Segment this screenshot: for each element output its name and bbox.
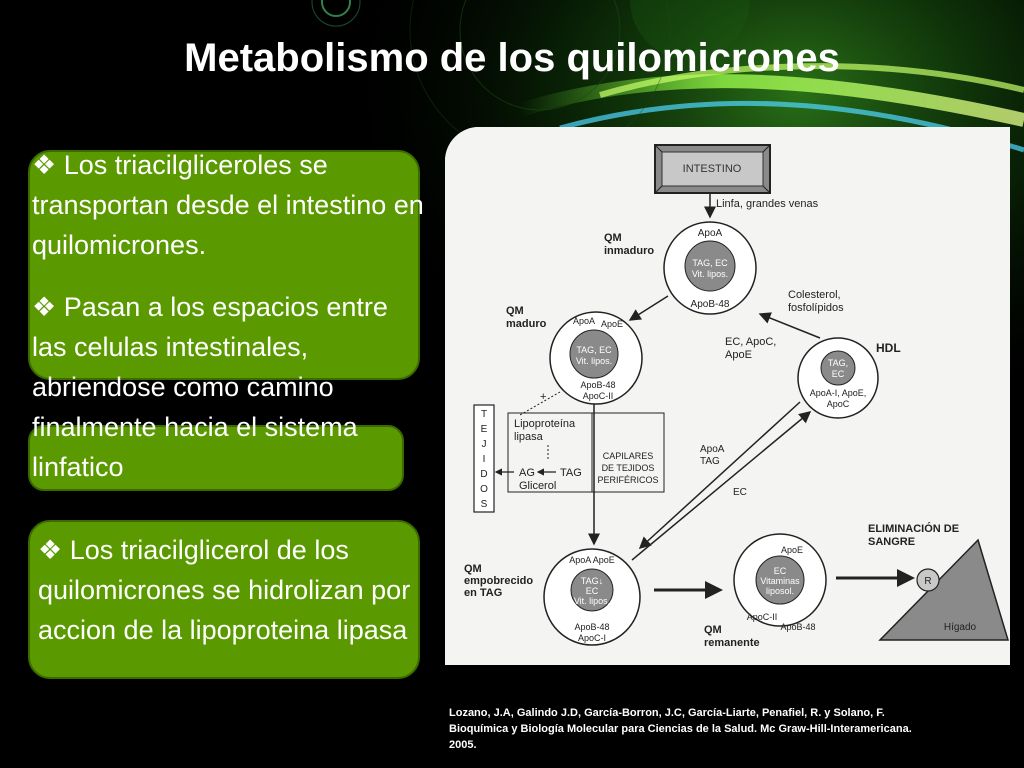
lipoprotein-lipase-label-1: Lipoproteína [514,418,576,430]
qm-mature-core-2: Vit. lipos. [576,356,612,366]
liver-shape: R Hígado [878,538,1010,641]
qm-immature-particle: ApoA TAG, EC Vit. lipos. ApoB-48 [663,221,757,315]
hdl-apo-1: ApoA-I, ApoE, [810,388,867,398]
qm-mature-core-1: TAG, EC [576,345,612,355]
glycerol-label: Glicerol [519,480,556,492]
citation-line-2: Bioquímica y Biología Molecular para Cie… [449,723,912,735]
citation: Lozano, J.A, Galindo J.D, García-Borron,… [449,705,1009,753]
qm-immature-label-2: inmaduro [604,245,654,257]
intestine-label: INTESTINO [683,163,742,175]
qm-mature-apoa: ApoA [573,316,595,326]
tissues-column: T E J I D O S [473,404,495,513]
elimination-label-1: ELIMINACIÓN DE [868,522,959,535]
qm-depleted-label-3: en TAG [464,587,502,599]
hdl-core-2: EC [832,369,845,379]
qm-mature-apoc: ApoC-II [583,391,614,401]
qm-depleted-particle: ApoA ApoE TAG↓ EC Vit. lipos. ApoB-48 Ap… [543,548,641,646]
bullet-2: ❖ Pasan a los espacios entre las celulas… [32,292,388,482]
qm-remnant-apoe: ApoE [781,545,803,555]
qm-depleted-apoc: ApoC-I [578,633,606,643]
qm-remnant-apoc: ApoC-II [747,612,778,622]
hdl-apo-2: ApoC [827,399,850,409]
citation-line-1: Lozano, J.A, Galindo J.D, García-Borron,… [449,707,885,719]
ec-apoc-label-2: ApoE [725,349,752,361]
capillaries-label-1: CAPILARES [603,451,654,461]
bullet-box-middle [28,425,404,491]
qm-remnant-core-1: EC [774,566,787,576]
chylomicron-metabolism-diagram: INTESTINO Linfa, grandes venas QM inmadu… [445,127,1010,665]
tag-label: TAG [560,467,582,479]
tissue-letter: I [483,454,486,465]
hdl-label: HDL [876,341,901,355]
lymph-label: Linfa, grandes venas [716,198,819,210]
citation-line-3: 2005. [449,739,477,751]
liver-label: Hígado [944,622,977,633]
elimination-label-2: SANGRE [868,536,915,548]
qm-immature-core-2: Vit. lipos. [692,269,728,279]
diagram-panel: INTESTINO Linfa, grandes venas QM inmadu… [445,127,1010,665]
tissue-letter: S [481,499,488,510]
capillaries-label-2: DE TEJIDOS [602,463,655,473]
qm-remnant-label-1: QM [704,624,722,636]
qm-depleted-label-2: empobrecido [464,575,533,587]
capillaries-label-3: PERIFÉRICOS [597,475,658,485]
tissue-letter: D [480,469,487,480]
apoa-tag-label-1: ApoA [700,444,725,455]
qm-depleted-core-3: Vit. lipos. [574,596,610,606]
slide-title: Metabolismo de los quilomicrones [184,36,840,80]
qm-mature-label-2: maduro [506,318,547,330]
cholesterol-label-2: fosfolípidos [788,302,844,314]
tissue-letter: O [480,484,488,495]
ag-label: AG [519,467,535,479]
bullet-1: ❖ Los triacilgliceroles se transportan d… [32,150,424,260]
qm-mature-label-1: QM [506,305,524,317]
tissue-letter: J [482,439,487,450]
apoa-tag-label-2: TAG [700,456,720,467]
hdl-particle: TAG, EC ApoA-I, ApoE, ApoC [797,337,879,419]
qm-mature-particle: ApoA ApoE TAG, EC Vit. lipos. ApoB-48 Ap… [549,311,643,405]
plus-sign: + [540,391,546,403]
bullet-box-bottom [28,520,420,679]
qm-immature-label-1: QM [604,232,622,244]
qm-immature-apoa: ApoA [698,228,723,239]
qm-depleted-core-2: EC [586,586,599,596]
receptor-label: R [924,576,931,587]
qm-immature-core-1: TAG, EC [692,258,728,268]
hdl-core-1: TAG, [828,358,848,368]
qm-remnant-particle: ApoE EC Vitaminas liposol. ApoC-II ApoB-… [733,533,827,632]
qm-depleted-core-1: TAG↓ [581,576,603,586]
qm-depleted-apob: ApoB-48 [574,622,609,632]
qm-remnant-core-3: liposol. [766,586,794,596]
tissue-letter: E [481,424,488,435]
qm-immature-apob: ApoB-48 [691,299,730,310]
lipoprotein-lipase-label-2: lipasa [514,431,544,443]
bullet-box-top [28,150,420,380]
intestine-box: INTESTINO [654,144,771,194]
capillaries-box [507,412,665,493]
qm-remnant-apob: ApoB-48 [780,622,815,632]
qm-depleted-apoa-apoe: ApoA ApoE [569,555,615,565]
cholesterol-label-1: Colesterol, [788,289,841,301]
qm-remnant-label-2: remanente [704,637,760,649]
qm-remnant-core-2: Vitaminas [760,576,800,586]
tissue-letter: T [481,409,487,420]
qm-mature-apoe: ApoE [601,319,623,329]
qm-mature-apob: ApoB-48 [580,380,615,390]
bullet-3: ❖ Los triacilglicerol de los quilomicron… [38,535,411,645]
ec-label: EC [733,487,747,498]
qm-depleted-label-1: QM [464,563,482,575]
ec-apoc-label-1: EC, ApoC, [725,336,776,348]
